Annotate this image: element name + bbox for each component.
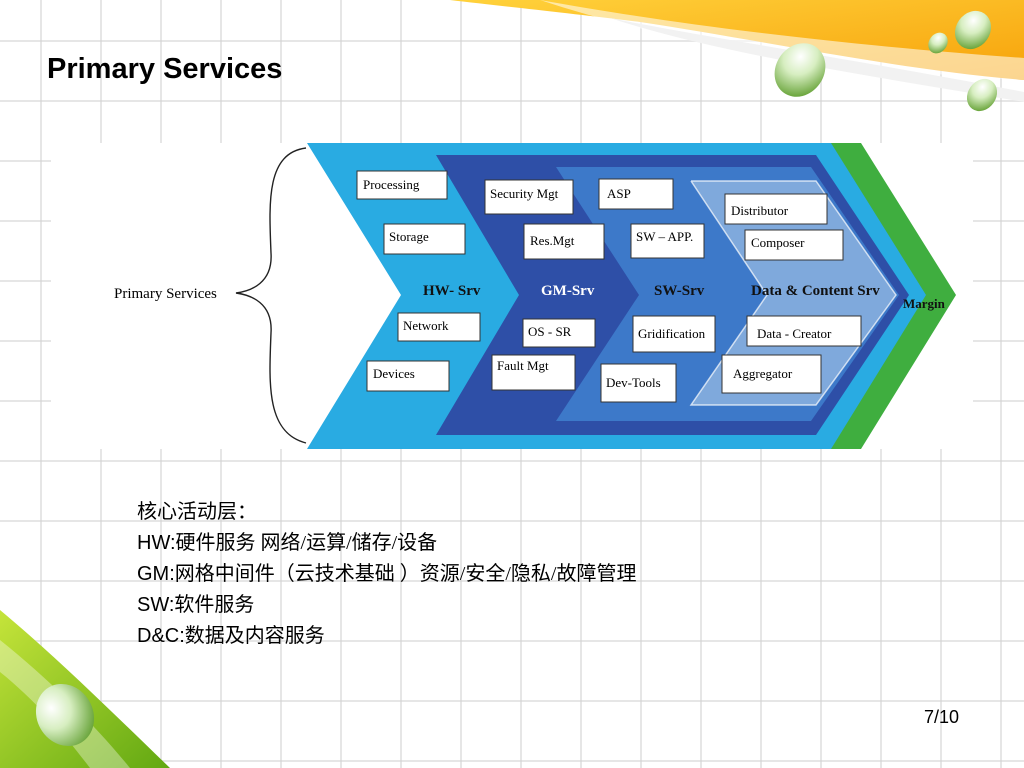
hw-item-network: Network <box>397 312 481 342</box>
note-line: SW:软件服务 <box>137 594 255 616</box>
sw-item-sw-app: SW – APP. <box>630 223 705 259</box>
gm-item-os-sr: OS - SR <box>522 318 596 348</box>
notes-block: 核心活动层： HW:硬件服务 网络/运算/储存/设备 GM:网格中间件（云技术基… <box>137 497 636 652</box>
gm-item-res-mgt: Res.Mgt <box>523 223 605 260</box>
svg-text:ASP: ASP <box>607 186 631 201</box>
gm-item-security-mgt: Security Mgt <box>484 179 574 215</box>
dc-item-data-creator: Data - Creator <box>746 315 862 347</box>
slide-title: Primary Services <box>47 53 283 85</box>
svg-text:Devices: Devices <box>373 366 415 381</box>
layer-label-margin: Margin <box>903 296 946 311</box>
svg-text:SW – APP.: SW – APP. <box>636 229 693 244</box>
primary-services-diagram: Primary Services HW- Srv GM-Srv SW-Srv D… <box>51 143 973 449</box>
gm-item-fault-mgt: Fault Mgt <box>491 354 576 391</box>
svg-text:Data - Creator: Data - Creator <box>757 326 832 341</box>
brace-label: Primary Services <box>114 286 217 302</box>
note-line: D&C:数据及内容服务 <box>137 625 325 647</box>
svg-text:Distributor: Distributor <box>731 203 789 218</box>
svg-text:Security Mgt: Security Mgt <box>490 186 559 201</box>
diagram-canvas: Primary Services HW- Srv GM-Srv SW-Srv D… <box>51 143 973 449</box>
svg-text:Dev-Tools: Dev-Tools <box>606 375 661 390</box>
layer-label-sw: SW-Srv <box>654 283 705 299</box>
dc-item-distributor: Distributor <box>724 193 828 225</box>
layer-band-edge <box>689 180 897 406</box>
note-line: 核心活动层： <box>137 501 257 523</box>
dc-item-composer: Composer <box>744 229 844 261</box>
svg-text:Storage: Storage <box>389 229 429 244</box>
curly-brace <box>235 147 307 444</box>
svg-text:OS - SR: OS - SR <box>528 324 572 339</box>
sw-item-gridification: Gridification <box>632 315 716 353</box>
dc-layer-band <box>691 181 896 405</box>
hw-item-devices: Devices <box>366 360 450 392</box>
svg-text:Network: Network <box>403 318 449 333</box>
layer-label-gm: GM-Srv <box>541 283 595 299</box>
hw-item-processing: Processing <box>356 170 448 200</box>
page-number: 7/10 <box>924 707 960 727</box>
sw-item-dev-tools: Dev-Tools <box>600 363 677 403</box>
svg-text:Aggregator: Aggregator <box>733 366 793 381</box>
svg-text:Composer: Composer <box>751 235 805 250</box>
layer-label-hw: HW- Srv <box>423 283 481 299</box>
hw-item-storage: Storage <box>383 223 466 255</box>
margin-band <box>803 143 956 449</box>
water-drop-icon <box>35 10 998 747</box>
svg-text:Processing: Processing <box>363 177 420 192</box>
note-line: GM:网格中间件（云技术基础 ）资源/安全/隐私/故障管理 <box>137 563 637 585</box>
layer-label-dc: Data & Content Srv <box>751 283 880 299</box>
svg-text:Gridification: Gridification <box>638 326 706 341</box>
dc-item-aggregator: Aggregator <box>721 354 822 394</box>
note-line: HW:硬件服务 网络/运算/储存/设备 <box>137 532 438 554</box>
sw-item-asp: ASP <box>598 178 674 210</box>
svg-text:Fault Mgt: Fault Mgt <box>497 358 549 373</box>
svg-text:Res.Mgt: Res.Mgt <box>530 233 575 248</box>
